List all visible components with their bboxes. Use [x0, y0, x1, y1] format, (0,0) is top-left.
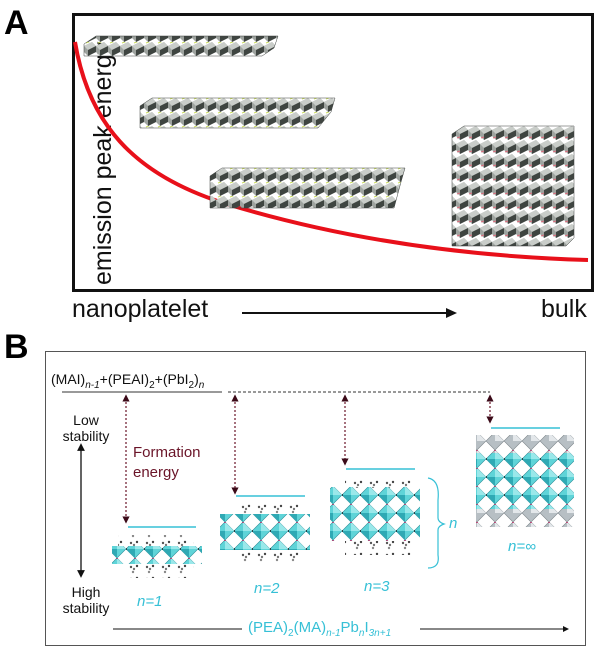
panel-a-letter: A: [4, 4, 29, 42]
layer-count-brace: [427, 477, 446, 569]
low-stability-line1: Low: [73, 412, 99, 428]
perovskite-structure-n2: [220, 503, 310, 564]
subscript: n: [358, 628, 365, 639]
low-stability-label: Low stability: [56, 412, 116, 444]
reactant-pbi2: (PbI: [162, 371, 189, 387]
subscript: 2: [149, 379, 155, 391]
subscript: 3n+1: [368, 628, 392, 639]
reactant-mai: (MAI): [51, 371, 86, 387]
layer-label-ninf: n=∞: [508, 538, 536, 555]
low-stability-line2: stability: [62, 428, 110, 444]
bulk-crystal-cube: [451, 125, 575, 247]
perovskite-structure-n1: [112, 535, 202, 578]
formula-part: (PEA): [248, 619, 289, 636]
brace-label-n: n: [449, 515, 458, 532]
panel-b-letter: B: [4, 328, 29, 366]
layer-label-n1: n=1: [137, 593, 163, 610]
reactants-formula: (MAI)n-1+(PEAI)2+(PbI2)n: [51, 371, 204, 394]
panel-b-frame: [45, 351, 586, 646]
x-axis-left-label: nanoplatelet: [72, 295, 209, 323]
x-axis-right-label: bulk: [541, 295, 587, 323]
subscript: n-1: [326, 628, 341, 639]
plus-sign: +: [154, 371, 163, 387]
subscript: n-1: [85, 379, 100, 391]
paren: ): [194, 371, 199, 387]
perovskite-structure-bulk: [476, 435, 574, 527]
subscript: 2: [288, 628, 294, 639]
perovskite-structure-n3: [330, 478, 420, 555]
emission-energy-curve: [73, 41, 589, 262]
subscript: n: [198, 379, 205, 391]
high-stability-line1: High: [71, 584, 101, 600]
reactant-peai: (PEAI): [107, 371, 150, 387]
formula-part: I: [364, 619, 369, 636]
nanoplatelet-single-layer: [83, 35, 279, 57]
formula-part: Pb: [340, 619, 359, 636]
nanoplatelet-double-layer: [139, 97, 336, 129]
formation-energy-line2: energy: [133, 464, 179, 481]
panel-a-plot-frame: emission peak energy: [72, 13, 594, 292]
nanoplatelet-triple-layer: [209, 167, 406, 209]
product-formula: (PEA)2(MA)n-1PbnI3n+1: [248, 619, 391, 639]
subscript: 2: [188, 379, 195, 391]
layer-label-n2: n=2: [254, 580, 280, 597]
high-stability-line2: stability: [62, 600, 110, 616]
formation-energy-line1: Formation: [133, 444, 201, 461]
formation-energy-label: Formation energy: [133, 443, 201, 483]
layer-label-n3: n=3: [364, 578, 390, 595]
plus-sign: +: [99, 371, 108, 387]
high-stability-label: High stability: [56, 584, 116, 616]
x-axis-arrow: [242, 308, 457, 318]
formula-part: (MA): [293, 619, 327, 636]
